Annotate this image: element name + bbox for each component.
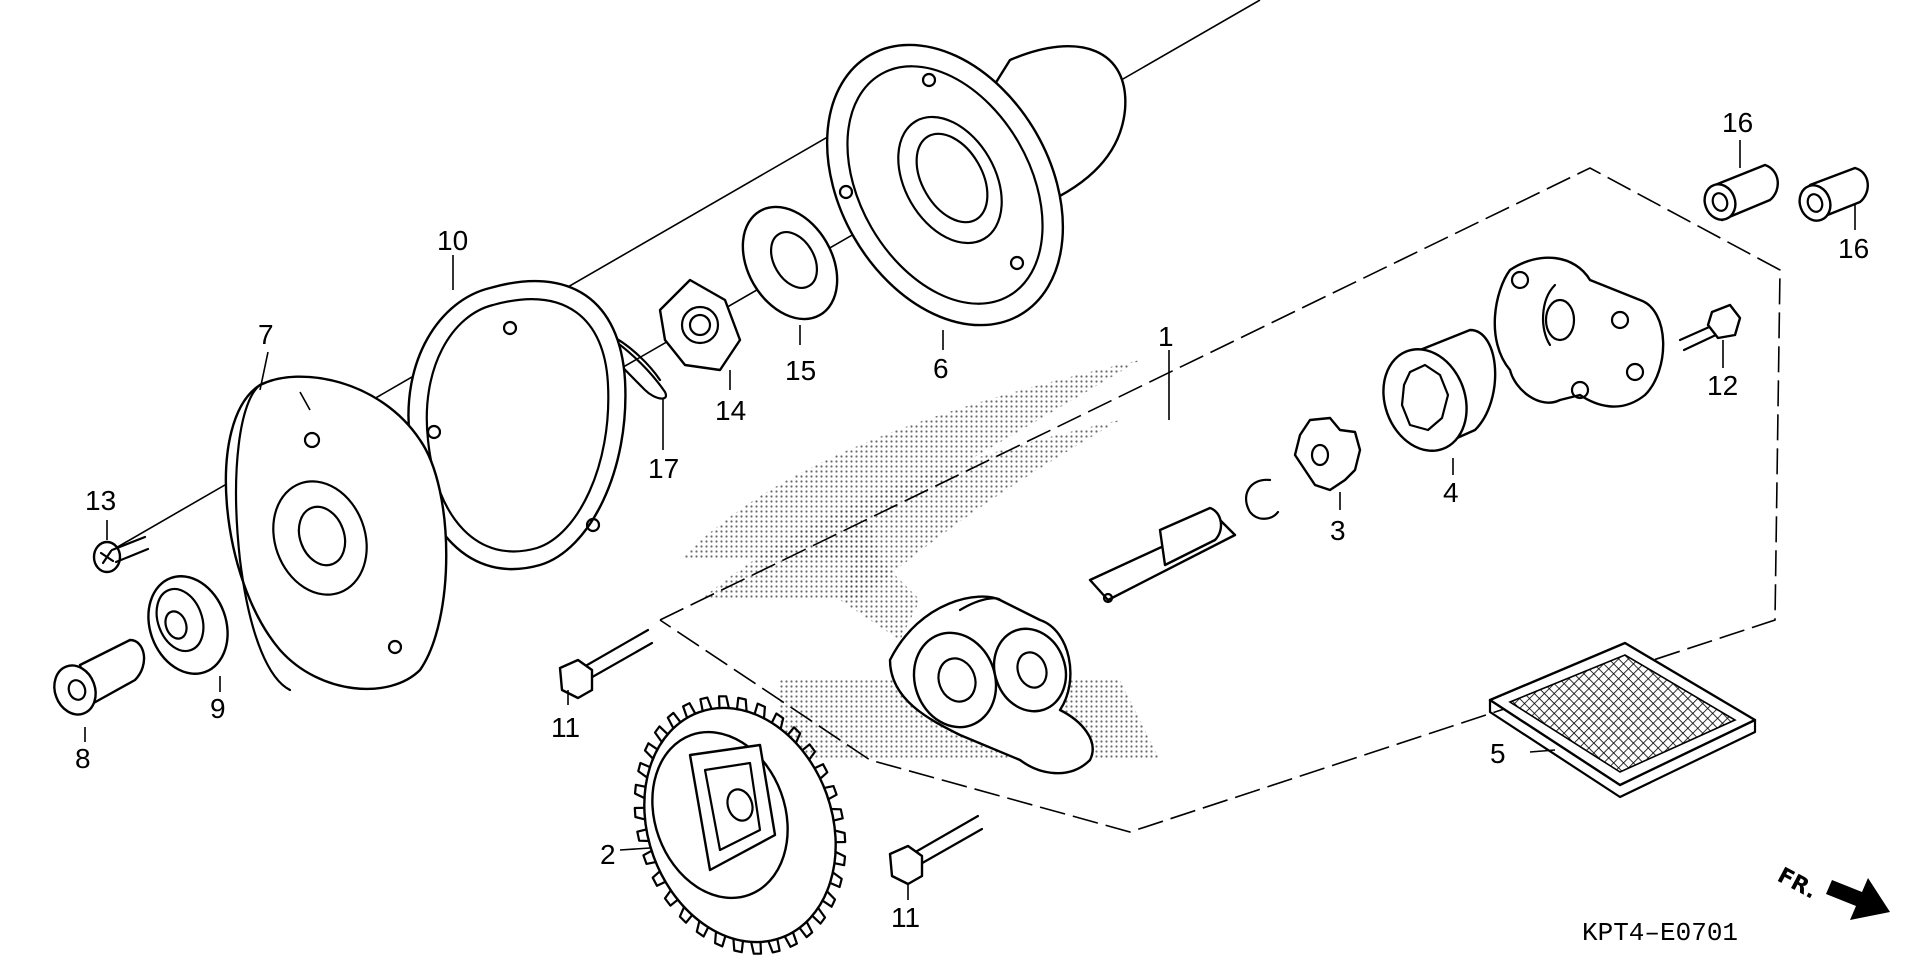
callout-11b: 11 [891, 902, 920, 933]
part-outer-rotor [1382, 328, 1497, 452]
gear-tooth [637, 761, 652, 779]
part-strainer [1488, 641, 1757, 799]
gear-tooth [801, 743, 817, 761]
callout-7: 7 [258, 319, 274, 350]
part-shaft [1088, 506, 1237, 604]
part-bolt-11b [888, 814, 984, 886]
gear-tooth [699, 696, 713, 713]
part-cover [224, 375, 448, 692]
gear-tooth [833, 829, 847, 844]
gear-tooth [811, 906, 827, 925]
callout-10: 10 [437, 225, 468, 256]
callout-16a: 16 [1722, 107, 1753, 138]
gear-tooth [735, 696, 748, 713]
gear-tooth [767, 937, 781, 954]
gear-tooth [770, 712, 785, 731]
gear-tooth [828, 871, 843, 889]
part-pump-body [888, 595, 1094, 775]
diagram-code: KPT4–E0701 [1582, 918, 1738, 948]
part-bolt-12 [1678, 303, 1742, 352]
callout-9: 9 [210, 693, 226, 724]
callout-12: 12 [1707, 370, 1738, 401]
part-rotor [147, 575, 229, 675]
gear-tooth [786, 726, 802, 745]
gear-tooth [753, 702, 767, 720]
callout-labels: 1 2 3 4 5 6 7 8 9 10 11 11 12 13 14 15 1… [75, 107, 1869, 933]
callout-4: 4 [1443, 477, 1459, 508]
gear-tooth [666, 711, 682, 730]
gear-tooth [642, 849, 657, 866]
part-circlip [1244, 478, 1280, 520]
gear-tooth [653, 725, 669, 744]
gear-tooth [663, 889, 679, 907]
part-screw-13 [92, 535, 150, 574]
callout-15: 15 [785, 355, 816, 386]
callout-8: 8 [75, 743, 91, 774]
gear-tooth [681, 702, 697, 719]
part-gear [633, 695, 847, 955]
gear-tooth [821, 890, 837, 908]
gear-tooth [833, 850, 847, 867]
callout-6: 6 [933, 353, 949, 384]
gear-tooth [695, 919, 710, 938]
part-pump-plate [1493, 256, 1665, 408]
callout-16b: 16 [1838, 233, 1869, 264]
gear-tooth [732, 937, 745, 954]
gear-tooth [633, 806, 647, 821]
part-pin [53, 638, 146, 716]
callout-5: 5 [1490, 738, 1506, 769]
gear-tooth [783, 931, 799, 948]
gear-tooth [636, 828, 650, 843]
gear-tooth [633, 783, 647, 800]
part-dowel-a [1703, 163, 1779, 222]
callout-1: 1 [1158, 321, 1174, 352]
part-bolt-11a [558, 628, 654, 700]
gear-tooth [678, 905, 694, 924]
callout-13: 13 [85, 485, 116, 516]
part-housing [825, 43, 1127, 327]
callout-11a: 11 [551, 712, 580, 743]
gear-tooth [823, 784, 838, 801]
part-seal [741, 205, 839, 321]
gear-tooth [643, 742, 659, 760]
gear-tooth [713, 930, 727, 948]
direction-label: FR. [1773, 863, 1821, 904]
callout-17: 17 [648, 453, 679, 484]
callout-3: 3 [1330, 515, 1346, 546]
fr-arrow-icon [1826, 878, 1890, 920]
callout-2: 2 [600, 839, 616, 870]
gear-tooth [717, 695, 731, 710]
part-dowel-b [1798, 166, 1869, 222]
callout-14: 14 [715, 395, 746, 426]
pump-assembly-outline [659, 167, 1781, 833]
gear-tooth [651, 870, 667, 887]
part-gasket [407, 279, 627, 571]
gear-tooth [749, 940, 763, 955]
gear-tooth [813, 763, 829, 780]
gear-tooth [830, 807, 844, 822]
part-inner-rotor [1293, 416, 1362, 492]
leader-lines [84, 140, 1856, 900]
part-nut [658, 278, 742, 372]
gear-tooth [798, 920, 814, 939]
